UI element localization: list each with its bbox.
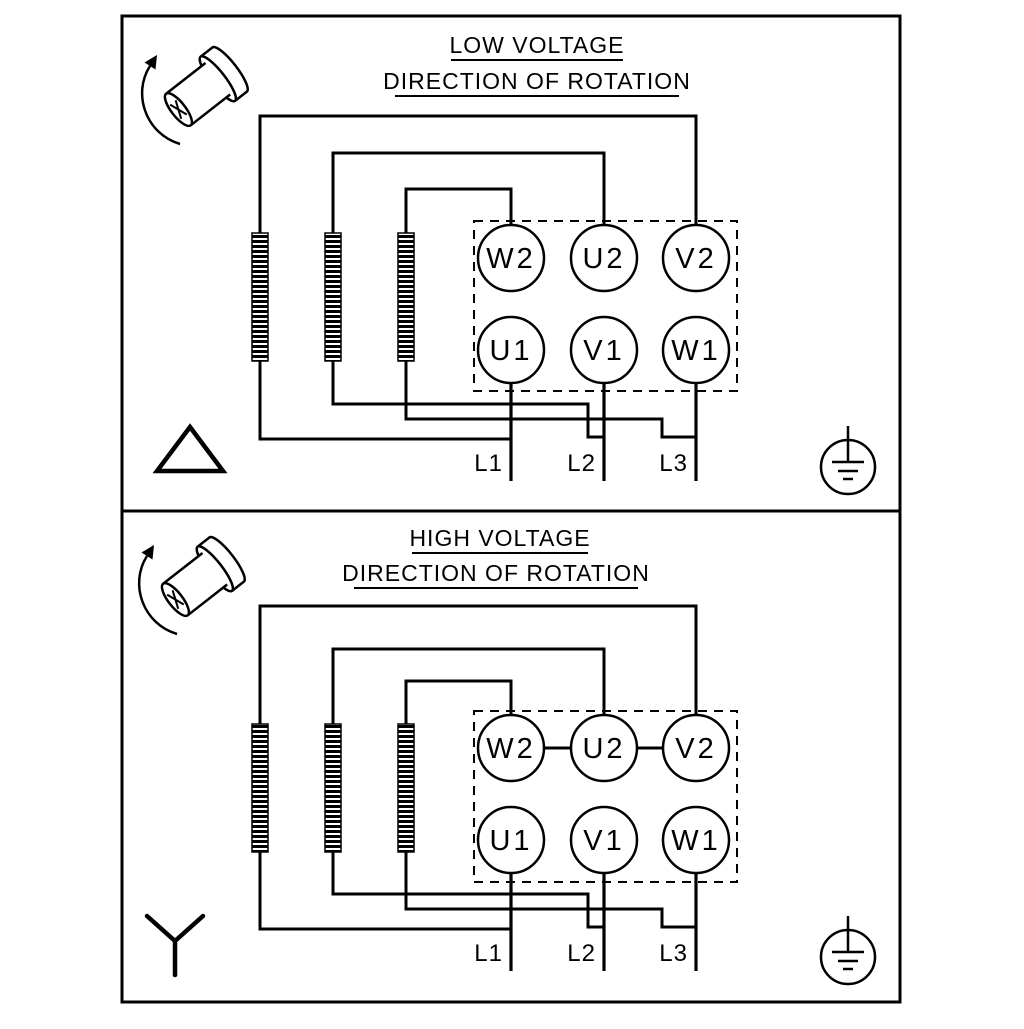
- winding-coil-1: [251, 723, 269, 853]
- winding-coil-2: [324, 723, 342, 853]
- wire-phase-1: [258, 114, 698, 441]
- terminal-circle-u1: [476, 315, 546, 385]
- wire-phase-3: [404, 187, 696, 439]
- terminal-label-v2: V2: [675, 733, 716, 765]
- terminal-label-v1: V1: [583, 825, 624, 857]
- supply-label-l3: L3: [659, 940, 688, 967]
- panel-high-voltage: HIGH VOLTAGE DIRECTION OF ROTATION W2 U2…: [137, 525, 877, 986]
- panel-subtitle: DIRECTION OF ROTATION: [342, 560, 650, 586]
- terminal-label-u2: U2: [582, 243, 625, 275]
- terminal-circle-w1: [661, 315, 731, 385]
- terminal-label-w1: W1: [671, 825, 721, 857]
- winding-coil-1: [251, 232, 269, 362]
- supply-label-l3: L3: [659, 450, 688, 477]
- supply-label-l1: L1: [474, 450, 503, 477]
- supply-label-l2: L2: [567, 940, 596, 967]
- terminal-label-v2: V2: [675, 243, 716, 275]
- terminal-circle-u2: [569, 223, 639, 293]
- panel-title: LOW VOLTAGE: [449, 32, 624, 58]
- terminal-circle-v2: [661, 713, 731, 783]
- terminal-board-outline: [473, 220, 738, 392]
- terminal-circle-w2: [476, 713, 546, 783]
- panel-low-voltage: LOW VOLTAGE DIRECTION OF ROTATION W2 U2 …: [140, 32, 877, 496]
- terminal-circle-v1: [569, 805, 639, 875]
- terminal-label-w2: W2: [486, 733, 536, 765]
- terminal-circle-v2: [661, 223, 731, 293]
- winding-coil-2: [324, 232, 342, 362]
- winding-coil-3: [397, 723, 415, 853]
- wire-phase-1: [258, 604, 698, 931]
- supply-label-l2: L2: [567, 450, 596, 477]
- terminal-label-u1: U1: [489, 335, 532, 367]
- terminal-label-u1: U1: [489, 825, 532, 857]
- terminal-circle-v1: [569, 315, 639, 385]
- star-connection-symbol: [144, 913, 206, 978]
- panel-title: HIGH VOLTAGE: [409, 525, 590, 551]
- terminal-circle-w2: [476, 223, 546, 293]
- supply-label-l1: L1: [474, 940, 503, 967]
- wire-phase-2: [331, 151, 606, 439]
- delta-connection-symbol: [152, 423, 228, 474]
- terminal-circle-u1: [476, 805, 546, 875]
- outer-border: [120, 14, 902, 1004]
- terminal-label-w1: W1: [671, 335, 721, 367]
- terminal-board-outline: [473, 710, 738, 883]
- winding-coil-3: [397, 232, 415, 362]
- terminal-label-u2: U2: [582, 733, 625, 765]
- terminal-circle-u2: [569, 713, 639, 783]
- terminal-circle-w1: [661, 805, 731, 875]
- terminal-label-w2: W2: [486, 243, 536, 275]
- terminal-label-v1: V1: [583, 335, 624, 367]
- wire-phase-2: [331, 647, 606, 929]
- panel-subtitle: DIRECTION OF ROTATION: [383, 68, 691, 94]
- wire-phase-3: [404, 679, 696, 929]
